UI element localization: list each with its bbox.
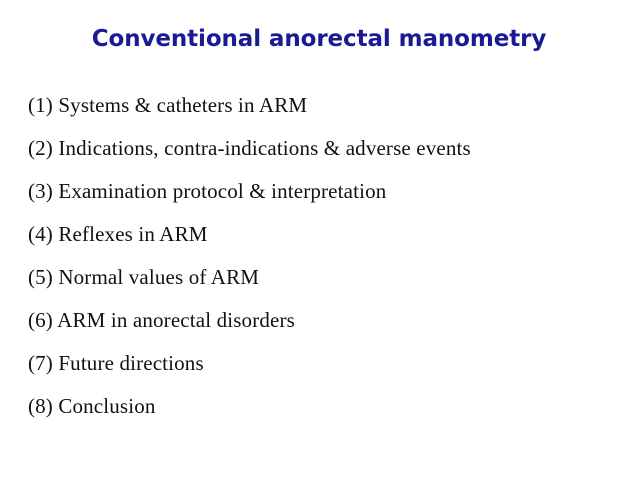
- list-item: (2) Indications, contra-indications & ad…: [28, 136, 471, 160]
- list-item: (4) Reflexes in ARM: [28, 222, 208, 246]
- list-item: (3) Examination protocol & interpretatio…: [28, 179, 387, 203]
- outline-list: (1) Systems & catheters in ARM (2) Indic…: [28, 84, 620, 428]
- list-item: (1) Systems & catheters in ARM: [28, 93, 308, 117]
- page-title: Conventional anorectal manometry: [91, 26, 547, 52]
- list-item: (7) Future directions: [28, 351, 204, 375]
- list-item: (8) Conclusion: [28, 394, 156, 418]
- list-item: (5) Normal values of ARM: [28, 265, 260, 289]
- list-item: (6) ARM in anorectal disorders: [28, 308, 295, 332]
